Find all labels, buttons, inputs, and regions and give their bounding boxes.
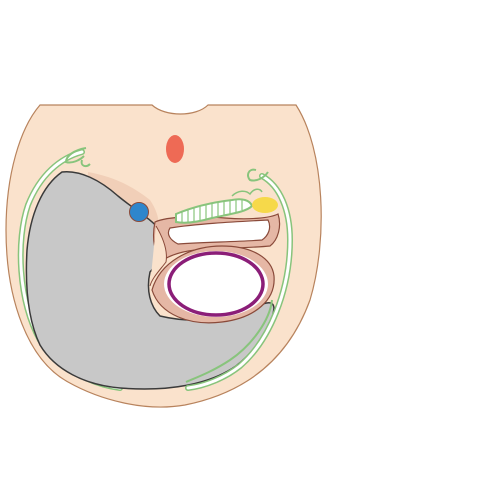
lining-curl-right [247, 168, 269, 182]
inner-lining-curve [185, 299, 273, 383]
red-vessel [166, 135, 184, 163]
striped-segment-outline [175, 198, 254, 224]
striped-segment [175, 188, 263, 224]
oval-cavity [167, 251, 265, 317]
segment-stripes [181, 200, 243, 222]
yellow-node [252, 197, 278, 213]
inner-lining-right [186, 174, 292, 390]
membrane-wedge [149, 225, 167, 287]
blue-vessel [129, 202, 149, 222]
segment-upper-wave [231, 188, 263, 197]
lining-curl-left [64, 147, 91, 168]
upper-cavity [167, 219, 271, 245]
